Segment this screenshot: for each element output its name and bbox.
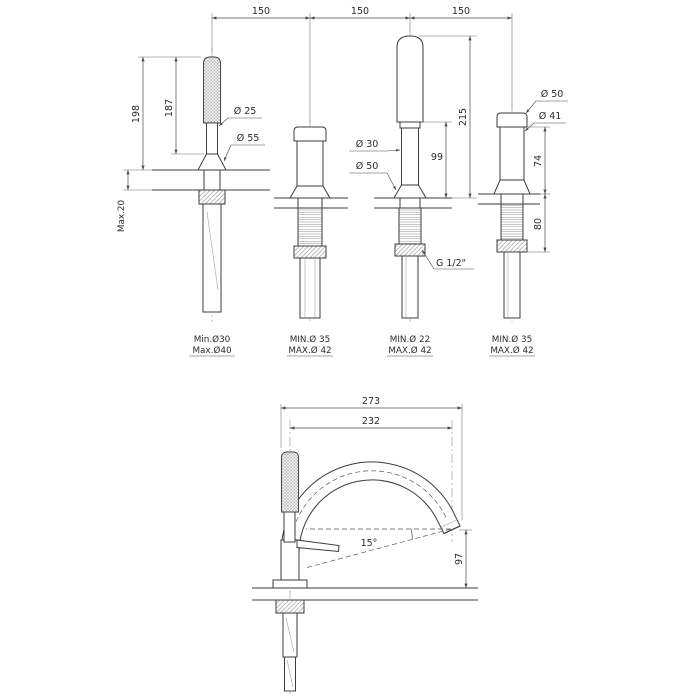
label-shower-hole-max: Max.Ø40	[192, 345, 232, 356]
dim-shower-total-height: 198	[131, 105, 142, 123]
aerator-face	[443, 525, 461, 534]
hand-shower-view: 198 187 Max.20 Ø 25 Ø 55 Min.Ø30 Max.Ø40	[117, 48, 270, 357]
dim-outlet-height: 97	[454, 553, 465, 565]
spout-body	[396, 35, 424, 123]
side-deck-and-shank	[252, 587, 478, 692]
dim-spacing-1: 150	[252, 6, 270, 17]
dim-deck-max-thickness: Max.20	[117, 200, 127, 233]
dim-right-handle-below-deck: 80	[533, 218, 544, 230]
mixer-lever	[296, 539, 340, 553]
dim-total-reach: 273	[362, 396, 380, 407]
hand-shower-hose-tube	[202, 203, 222, 313]
label-spout-hole-min: MIN.Ø 22	[390, 334, 430, 345]
label-left-handle-hole-min: MIN.Ø 35	[290, 334, 330, 345]
spout-arc	[280, 461, 461, 554]
dim-right-handle-body-diameter: Ø 41	[539, 111, 562, 122]
dim-shower-upper-height: 187	[164, 99, 175, 117]
dim-spout-reach: 232	[362, 416, 380, 427]
dim-shower-handle-diameter: Ø 25	[234, 106, 257, 117]
side-view: 15° 273 232	[252, 396, 478, 694]
right-handle-body	[499, 126, 525, 181]
dim-spacing-3: 150	[452, 6, 470, 17]
dim-right-handle-above-deck: 74	[533, 155, 544, 167]
dim-hole-spacing: 150 150 150	[211, 6, 513, 123]
label-spout-hole-max: MAX.Ø 42	[388, 345, 431, 356]
right-handle-view: Ø 50 Ø 41 74 80 MIN.Ø 35 MAX.Ø 42	[478, 89, 568, 357]
spout-view: 99 215 Ø 30 Ø 50 G 1/2" MIN.Ø 22 MAX.Ø 4…	[349, 30, 477, 357]
label-right-handle-hole-min: MIN.Ø 35	[492, 334, 532, 345]
dim-spout-total-height: 215	[458, 108, 469, 126]
left-handle-cap	[293, 126, 327, 142]
hand-shower-base-cone	[197, 153, 227, 171]
left-handle-body	[296, 140, 324, 187]
hand-shower-handle	[206, 122, 218, 155]
dim-spacing-2: 150	[351, 6, 369, 17]
dim-spout-neck-diameter: Ø 30	[356, 139, 379, 150]
right-handle-cap	[496, 112, 528, 128]
dim-right-handle-cap-diameter: Ø 50	[541, 89, 564, 100]
label-thread-size: G 1/2"	[436, 258, 466, 269]
spray-angle: 15°	[305, 528, 452, 569]
spout-arc-centerline	[289, 470, 447, 554]
spout-neck	[401, 127, 419, 186]
label-left-handle-hole-max: MAX.Ø 42	[288, 345, 331, 356]
dim-spray-angle: 15°	[361, 538, 378, 549]
label-right-handle-hole-max: MAX.Ø 42	[490, 345, 533, 356]
label-shower-hole-min: Min.Ø30	[194, 334, 231, 345]
dim-shower-base-diameter: Ø 55	[237, 133, 260, 144]
dim-spout-neck-height: 99	[431, 152, 443, 163]
side-escutcheon	[272, 579, 308, 589]
dim-spout-base-diameter: Ø 50	[356, 161, 379, 172]
spout-base-flare	[393, 184, 427, 199]
side-dimensions: 273 232 97	[280, 396, 472, 588]
left-handle-view: MIN.Ø 35 MAX.Ø 42	[274, 120, 348, 357]
front-view: 150 150 150 198 187	[117, 6, 568, 357]
